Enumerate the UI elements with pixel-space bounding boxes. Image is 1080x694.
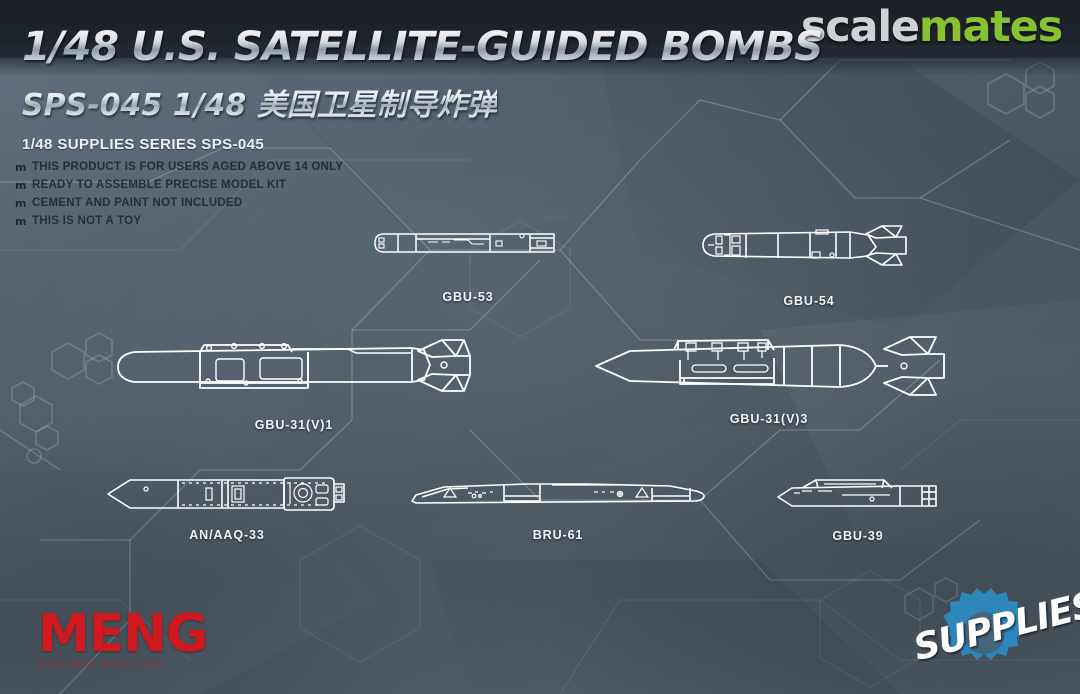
manufacturer-logo: MENG WWW.MENG-MODEL.COM	[38, 608, 260, 670]
item-an-aaq-33: AN/AAQ-33	[104, 472, 350, 542]
item-label: GBU-31(V)3	[729, 412, 809, 426]
item-label: GBU-39	[832, 529, 884, 543]
supplies-badge: SUPPLIES	[906, 584, 1080, 680]
item-gbu-31v1: GBU-31(V)1	[112, 336, 476, 432]
item-gbu-54: GBU-54	[700, 224, 918, 308]
item-label: AN/AAQ-33	[189, 528, 265, 542]
gear-icon	[943, 588, 1025, 660]
page-subtitle: SPS-045 1/48 美国卫星制导炸弹	[22, 80, 497, 124]
list-item: m CEMENT AND PAINT NOT INCLUDED	[15, 195, 343, 211]
scalemates-watermark: scalemates	[800, 2, 1063, 52]
list-item-label: READY TO ASSEMBLE PRECISE MODEL KIT	[32, 179, 287, 191]
list-item-label: THIS PRODUCT IS FOR USERS AGED ABOVE 14 …	[32, 161, 344, 173]
manufacturer-name: MENG	[38, 604, 208, 664]
header-band	[0, 0, 1080, 58]
gbu-53-drawing	[374, 233, 555, 253]
bru-61-drawing	[411, 483, 705, 504]
bullet-icon: m	[15, 196, 27, 210]
watermark-scale: scale	[800, 2, 920, 52]
bullet-icon: m	[15, 214, 27, 228]
item-label: BRU-61	[532, 528, 584, 542]
item-label: GBU-54	[783, 294, 835, 308]
page-title: 1/48 U.S. SATELLITE-GUIDED BOMBS	[22, 24, 823, 70]
gbu-39-drawing	[777, 479, 937, 507]
manufacturer-url: WWW.MENG-MODEL.COM	[38, 661, 165, 668]
header-band-fade	[0, 50, 1080, 76]
item-gbu-39: GBU-39	[772, 475, 944, 543]
gbu-54-drawing	[702, 225, 907, 266]
list-item: m THIS IS NOT A TOY	[15, 213, 343, 229]
item-gbu-53: GBU-53	[372, 228, 564, 304]
bullet-icon: m	[15, 178, 27, 192]
item-gbu-31v3: GBU-31(V)3	[588, 332, 950, 426]
list-item-label: THIS IS NOT A TOY	[32, 215, 142, 227]
series-line: 1/48 SUPPLIES SERIES SPS-045	[22, 136, 265, 153]
gbu-31v3-drawing	[595, 336, 945, 396]
gbu-31v1-drawing	[117, 339, 471, 392]
an-aaq-33-drawing	[107, 477, 345, 511]
bullet-icon: m	[15, 160, 27, 174]
list-item: m THIS PRODUCT IS FOR USERS AGED ABOVE 1…	[15, 159, 343, 175]
list-item-label: CEMENT AND PAINT NOT INCLUDED	[32, 197, 243, 209]
feature-list: m THIS PRODUCT IS FOR USERS AGED ABOVE 1…	[15, 159, 343, 231]
item-label: GBU-53	[442, 290, 494, 304]
item-label: GBU-31(V)1	[254, 418, 334, 432]
watermark-mates: mates	[918, 2, 1063, 52]
item-bru-61: BRU-61	[408, 477, 708, 542]
list-item: m READY TO ASSEMBLE PRECISE MODEL KIT	[15, 177, 343, 193]
